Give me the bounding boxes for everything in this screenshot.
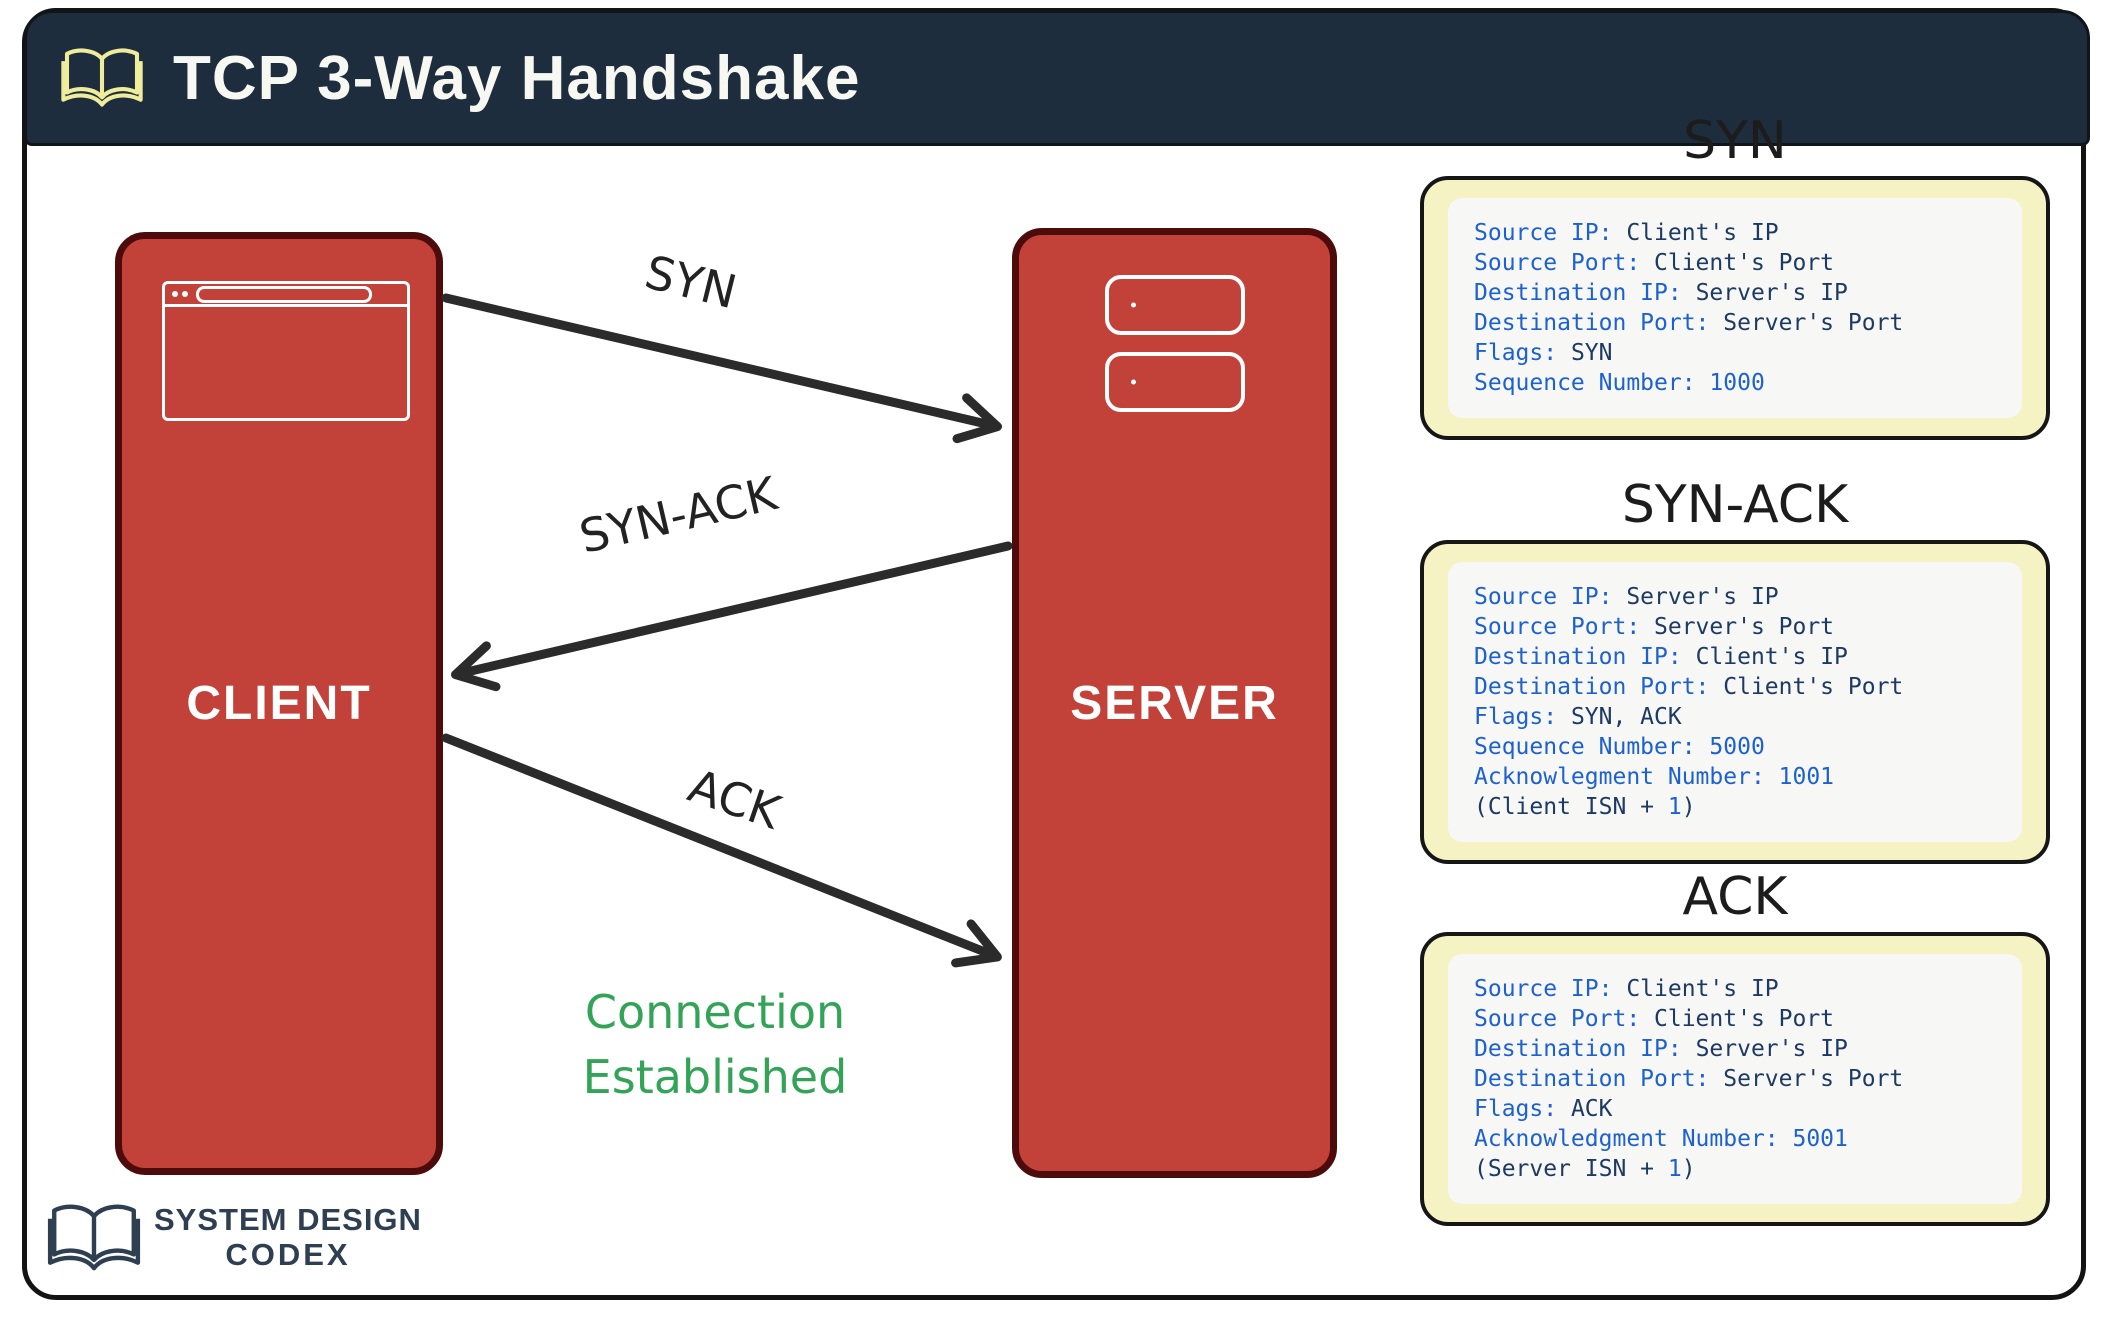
browser-dot: [172, 291, 178, 297]
connection-established-status: Connection Established: [430, 980, 1000, 1111]
packet-field-line: Source IP: Server's IP: [1474, 584, 1779, 610]
client-node: CLIENT: [115, 232, 443, 1175]
browser-window-icon: [162, 281, 410, 421]
packet-field-line: Acknowledgment Number: 5001: [1474, 1126, 1848, 1152]
status-line-2: Established: [582, 1050, 848, 1105]
packet-field-line: Flags: ACK: [1474, 1096, 1613, 1122]
packet-field-line: Flags: SYN: [1474, 340, 1613, 366]
status-line-1: Connection: [584, 985, 846, 1039]
packet-box: Source IP: Server's IP Source Port: Serve…: [1420, 540, 2050, 864]
packet-field-line: Source Port: Server's Port: [1474, 614, 1835, 640]
browser-dot: [182, 291, 188, 297]
packet-field-line: Destination IP: Server's IP: [1474, 1036, 1848, 1062]
packet-field-line: Acknowlegment Number: 1001: [1474, 764, 1835, 790]
packet-syn: SYN Source IP: Client's IP Source Port: Cl…: [1420, 112, 2050, 440]
packet-field-line: (Server ISN + 1): [1474, 1156, 1696, 1182]
server-node: SERVER: [1012, 228, 1337, 1178]
packet-field-line: (Client ISN + 1): [1474, 794, 1696, 820]
header-bar: TCP 3-Way Handshake: [24, 10, 2090, 146]
open-book-icon: [61, 48, 143, 107]
server-led-dot: [1130, 379, 1136, 385]
packet-field-line: Source Port: Client's Port: [1474, 1006, 1835, 1032]
packet-field-line: Destination Port: Server's Port: [1474, 310, 1904, 336]
logo-line-2: CODEX: [225, 1237, 351, 1272]
server-label: SERVER: [1070, 676, 1279, 730]
packet-box: Source IP: Client's IP Source Port: Clien…: [1420, 932, 2050, 1226]
packet-fields: Source IP: Client's IP Source Port: Clien…: [1448, 954, 2022, 1204]
packet-field-line: Flags: SYN, ACK: [1474, 704, 1682, 730]
packet-column: SYN Source IP: Client's IP Source Port: Cl…: [1420, 0, 2050, 1318]
packet-field-line: Source IP: Client's IP: [1474, 976, 1779, 1002]
packet-field-line: Sequence Number: 5000: [1474, 734, 1765, 760]
packet-field-line: Source Port: Client's Port: [1474, 250, 1835, 276]
packet-fields: Source IP: Client's IP Source Port: Clien…: [1448, 198, 2022, 418]
packet-title: SYN-ACK: [1621, 475, 1849, 535]
packet-field-line: Sequence Number: 1000: [1474, 370, 1765, 396]
packet-ack: ACK Source IP: Client's IP Source Port: Cl…: [1420, 868, 2050, 1226]
packet-box: Source IP: Client's IP Source Port: Clien…: [1420, 176, 2050, 440]
packet-title: ACK: [1682, 867, 1788, 927]
server-rack-unit-icon: [1104, 352, 1245, 412]
packet-fields: Source IP: Server's IP Source Port: Serve…: [1448, 562, 2022, 842]
server-rack-unit-icon: [1104, 275, 1245, 335]
page-title: TCP 3-Way Handshake: [173, 43, 861, 113]
packet-field-line: Destination Port: Client's Port: [1474, 674, 1904, 700]
server-led-dot: [1130, 302, 1136, 308]
packet-field-line: Source IP: Client's IP: [1474, 220, 1779, 246]
client-label: CLIENT: [186, 677, 372, 730]
packet-title: SYN: [1683, 111, 1787, 171]
packet-field-line: Destination IP: Client's IP: [1474, 644, 1848, 670]
system-design-codex-logo: SYSTEM DESIGN CODEX: [46, 1198, 422, 1278]
logo-line-1: SYSTEM DESIGN: [154, 1202, 422, 1238]
packet-field-line: Destination Port: Server's Port: [1474, 1066, 1904, 1092]
open-book-icon: [47, 1204, 141, 1271]
packet-field-line: Destination IP: Server's IP: [1474, 280, 1848, 306]
packet-syn-ack: SYN-ACK Source IP: Server's IP Source Port…: [1420, 476, 2050, 864]
browser-title-bar: [165, 284, 407, 307]
browser-address-bar: [196, 285, 372, 303]
logo-text: SYSTEM DESIGN CODEX: [154, 1203, 422, 1272]
